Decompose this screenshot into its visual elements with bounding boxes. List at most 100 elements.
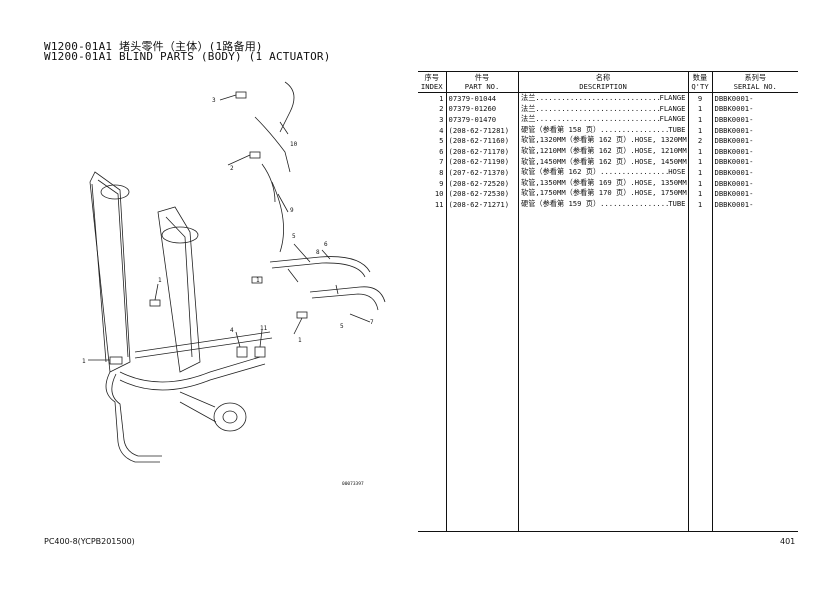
description-cn: 软管,1450MM（参看第 162 页）. xyxy=(521,156,635,166)
row-part-no: 07379-01260 xyxy=(445,103,518,115)
description-en: FLANGE xyxy=(659,93,686,102)
callout-2: 2 xyxy=(230,165,234,172)
row-serial: DBBK0001- xyxy=(711,92,798,104)
row-description: 法兰......................................… xyxy=(518,93,688,104)
row-index: 11 xyxy=(434,199,444,209)
table-row: 5(208-62-71160)软管,1320MM（参看第 162 页）.....… xyxy=(418,135,798,146)
description-cn: 硬管（参看第 159 页） xyxy=(521,198,601,208)
row-serial: DBBK0001- xyxy=(711,198,798,210)
row-part-no: (208-62-71170) xyxy=(445,145,518,157)
row-description: 软管,1750MM（参看第 170 页）....................… xyxy=(518,188,688,199)
table-filler-row xyxy=(418,209,798,531)
row-qty: 1 xyxy=(687,124,712,136)
row-serial: DBBK0001- xyxy=(711,188,798,199)
row-part-no: (208-62-72520) xyxy=(445,177,518,189)
description-en: FLANGE xyxy=(659,114,686,124)
row-part-no: (208-62-71190) xyxy=(445,156,518,168)
row-serial: DBBK0001- xyxy=(711,103,798,115)
row-serial: DBBK0001- xyxy=(711,145,798,157)
row-part-no: (208-62-71281) xyxy=(445,124,518,136)
description-en: HOSE, 1750MM xyxy=(634,188,687,198)
page-title-en: W1200-01A1 BLIND PARTS (BODY) (1 ACTUATO… xyxy=(44,50,331,63)
table-row: 6(208-62-71170)软管,1210MM（参看第 162 页）.....… xyxy=(418,145,798,157)
row-index: 9 xyxy=(439,178,444,188)
description-cn: 法兰 xyxy=(521,93,536,102)
callout-1-base: 1 xyxy=(82,358,86,365)
table-row: 10(208-62-72530)软管,1750MM（参看第 170 页）....… xyxy=(418,188,798,199)
description-en: TUBE xyxy=(668,124,686,134)
model-number: PC400-8(YCPB201500) xyxy=(44,537,135,546)
description-en: HOSE xyxy=(668,167,686,177)
callout-5-top: 5 xyxy=(292,233,296,240)
callout-5-low: 5 xyxy=(340,323,344,330)
row-index: 8 xyxy=(439,167,444,177)
row-description: 软管,1210MM（参看第 162 页）....................… xyxy=(518,145,688,157)
description-cn: 法兰 xyxy=(521,114,536,124)
row-description: 硬管（参看第 158 页）...........................… xyxy=(518,124,688,136)
row-serial: DBBK0001- xyxy=(711,156,798,168)
row-qty: 1 xyxy=(687,114,712,125)
row-part-no: 07379-01470 xyxy=(445,114,518,125)
row-description: 软管（参看第 162 页）...........................… xyxy=(518,167,688,178)
row-description: 硬管（参看第 159 页）...........................… xyxy=(518,198,688,210)
description-en: TUBE xyxy=(668,198,686,208)
description-cn: 软管,1210MM（参看第 162 页）. xyxy=(521,145,635,155)
row-qty: 1 xyxy=(687,198,712,210)
description-en: HOSE, 1320MM xyxy=(634,135,687,145)
row-part-no: 07379-01044 xyxy=(445,92,518,104)
row-description: 软管,1350MM（参看第 169 页）....................… xyxy=(518,177,688,189)
table-row: 8(207-62-71370)软管（参看第 162 页）............… xyxy=(418,167,798,178)
description-cn: 硬管（参看第 158 页） xyxy=(521,124,601,134)
table-bottom-rule xyxy=(418,531,798,532)
description-cn: 软管,1750MM（参看第 170 页）. xyxy=(521,188,635,198)
callout-1-mid: 1 xyxy=(256,277,260,284)
row-part-no: (208-62-71160) xyxy=(445,135,518,146)
row-description: 法兰......................................… xyxy=(518,103,688,115)
row-index: 10 xyxy=(434,189,444,199)
row-index: 5 xyxy=(439,136,444,146)
row-description: 法兰......................................… xyxy=(518,114,688,125)
description-en: HOSE, 1350MM xyxy=(634,177,687,187)
description-en: FLANGE xyxy=(659,103,686,113)
row-qty: 9 xyxy=(687,92,712,104)
row-part-no: (208-62-72530) xyxy=(445,188,518,199)
diagram-lines xyxy=(88,81,386,463)
table-row: 4(208-62-71281)硬管（参看第 158 页）............… xyxy=(418,124,798,136)
row-index: 6 xyxy=(439,146,444,156)
page-title-cn: W1200-01A1 堵头零件（主体）(1路备用) xyxy=(44,40,263,53)
row-index: 2 xyxy=(439,104,444,114)
row-qty: 1 xyxy=(687,177,712,189)
description-cn: 软管,1350MM（参看第 169 页）. xyxy=(521,177,635,187)
callout-11: 11 xyxy=(260,325,268,332)
row-description: 软管,1450MM（参看第 162 页）....................… xyxy=(518,156,688,168)
table-row: 7(208-62-71190)软管,1450MM（参看第 162 页）.....… xyxy=(418,156,798,168)
row-index: 4 xyxy=(439,125,444,135)
callout-8: 8 xyxy=(316,249,320,256)
row-qty: 1 xyxy=(687,188,712,199)
row-index: 7 xyxy=(439,157,444,167)
row-qty: 1 xyxy=(687,156,712,168)
description-cn: 软管（参看第 162 页） xyxy=(521,167,601,177)
figure-code: 00073397 xyxy=(342,482,364,487)
row-part-no: (207-62-71370) xyxy=(445,167,518,178)
callout-4: 4 xyxy=(230,327,234,334)
callout-1-left: 1 xyxy=(158,277,162,284)
callout-9: 9 xyxy=(290,207,294,214)
row-serial: DBBK0001- xyxy=(711,114,798,125)
row-part-no: (208-62-71271) xyxy=(445,198,518,210)
row-serial: DBBK0001- xyxy=(711,177,798,189)
page-number: 401 xyxy=(780,537,796,546)
row-description: 软管,1320MM（参看第 162 页）....................… xyxy=(518,135,688,146)
row-index: 1 xyxy=(439,93,444,103)
description-cn: 法兰 xyxy=(521,103,536,113)
description-en: HOSE, 1450MM xyxy=(634,156,687,166)
exploded-parts-diagram: 3 10 2 9 5 6 8 1 1 5 7 1 4 11 1 xyxy=(82,81,386,463)
